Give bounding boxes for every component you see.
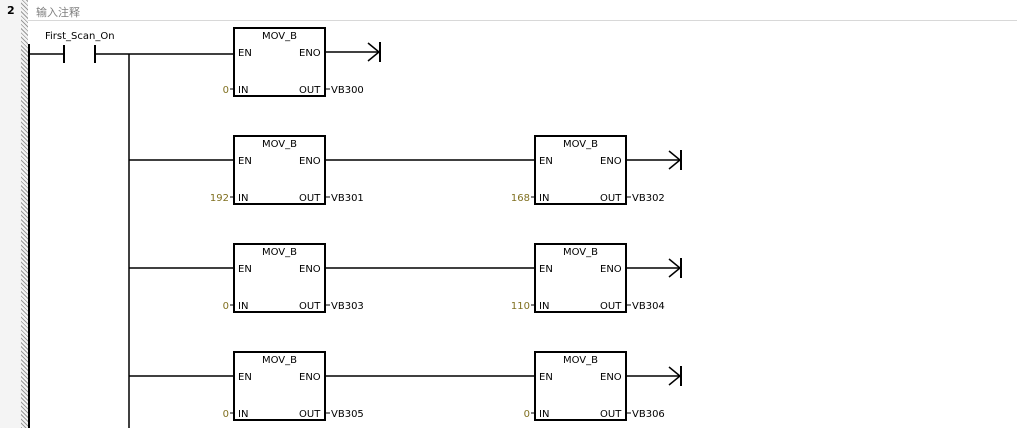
en-pin-label: EN xyxy=(539,264,553,275)
block-title: MOV_B xyxy=(563,139,598,150)
en-pin-label: EN xyxy=(238,48,252,59)
block-title: MOV_B xyxy=(262,247,297,258)
mov-b-block[interactable]: MOV_B EN ENO IN OUT 0 VB306 xyxy=(524,351,665,421)
block-title: MOV_B xyxy=(262,355,297,366)
block-title: MOV_B xyxy=(262,31,297,42)
mov-b-block[interactable]: MOV_B EN ENO IN OUT 0 VB300 xyxy=(223,27,364,97)
in-pin-label: IN xyxy=(238,409,248,420)
in-pin-label: IN xyxy=(539,301,549,312)
out-value: VB301 xyxy=(331,193,364,204)
en-pin-label: EN xyxy=(238,372,252,383)
block-title: MOV_B xyxy=(563,247,598,258)
mov-b-block[interactable]: MOV_B EN ENO IN OUT 192 VB301 xyxy=(210,135,364,205)
contact-label: First_Scan_On xyxy=(45,31,115,42)
en-pin-label: EN xyxy=(238,156,252,167)
network-number[interactable]: 2 xyxy=(7,4,15,17)
eno-pin-label: ENO xyxy=(299,156,321,167)
first-scan-contact[interactable] xyxy=(63,45,96,63)
block-box xyxy=(233,27,326,97)
out-pin-label: OUT xyxy=(299,85,321,96)
out-pin-label: OUT xyxy=(600,301,622,312)
network-gutter xyxy=(0,0,28,428)
in-pin-label: IN xyxy=(238,85,248,96)
in-pin-label: IN xyxy=(238,301,248,312)
block-box xyxy=(233,351,326,421)
eno-pin-label: ENO xyxy=(600,264,622,275)
block-box xyxy=(534,135,627,205)
en-pin-label: EN xyxy=(539,372,553,383)
out-value: VB306 xyxy=(632,409,665,420)
out-value: VB302 xyxy=(632,193,665,204)
comment-separator xyxy=(28,20,1017,21)
eno-pin-label: ENO xyxy=(600,156,622,167)
mov-b-block[interactable]: MOV_B EN ENO IN OUT 0 VB303 xyxy=(223,243,364,313)
en-pin-label: EN xyxy=(539,156,553,167)
network-comment[interactable]: 输入注释 xyxy=(36,6,80,19)
out-value: VB303 xyxy=(331,301,364,312)
in-pin-label: IN xyxy=(238,193,248,204)
in-value: 0 xyxy=(223,301,229,312)
eno-pin-label: ENO xyxy=(299,48,321,59)
out-pin-label: OUT xyxy=(600,193,622,204)
out-value: VB304 xyxy=(632,301,665,312)
block-title: MOV_B xyxy=(563,355,598,366)
gutter-hatch xyxy=(21,0,28,428)
mov-b-block[interactable]: MOV_B EN ENO IN OUT 110 VB304 xyxy=(511,243,665,313)
out-value: VB300 xyxy=(331,85,364,96)
eno-pin-label: ENO xyxy=(299,372,321,383)
in-pin-label: IN xyxy=(539,409,549,420)
eno-pin-label: ENO xyxy=(600,372,622,383)
in-value: 192 xyxy=(210,193,229,204)
block-title: MOV_B xyxy=(262,139,297,150)
out-pin-label: OUT xyxy=(299,301,321,312)
en-pin-label: EN xyxy=(238,264,252,275)
in-value: 0 xyxy=(223,85,229,96)
out-pin-label: OUT xyxy=(299,409,321,420)
block-box xyxy=(534,243,627,313)
in-value: 168 xyxy=(511,193,530,204)
in-value: 0 xyxy=(524,409,530,420)
in-value: 110 xyxy=(511,301,530,312)
in-value: 0 xyxy=(223,409,229,420)
mov-b-block[interactable]: MOV_B EN ENO IN OUT 168 VB302 xyxy=(511,135,665,205)
block-box xyxy=(233,135,326,205)
block-box xyxy=(534,351,627,421)
out-value: VB305 xyxy=(331,409,364,420)
out-pin-label: OUT xyxy=(299,193,321,204)
mov-b-block[interactable]: MOV_B EN ENO IN OUT 0 VB305 xyxy=(223,351,364,421)
in-pin-label: IN xyxy=(539,193,549,204)
eno-pin-label: ENO xyxy=(299,264,321,275)
out-pin-label: OUT xyxy=(600,409,622,420)
block-box xyxy=(233,243,326,313)
